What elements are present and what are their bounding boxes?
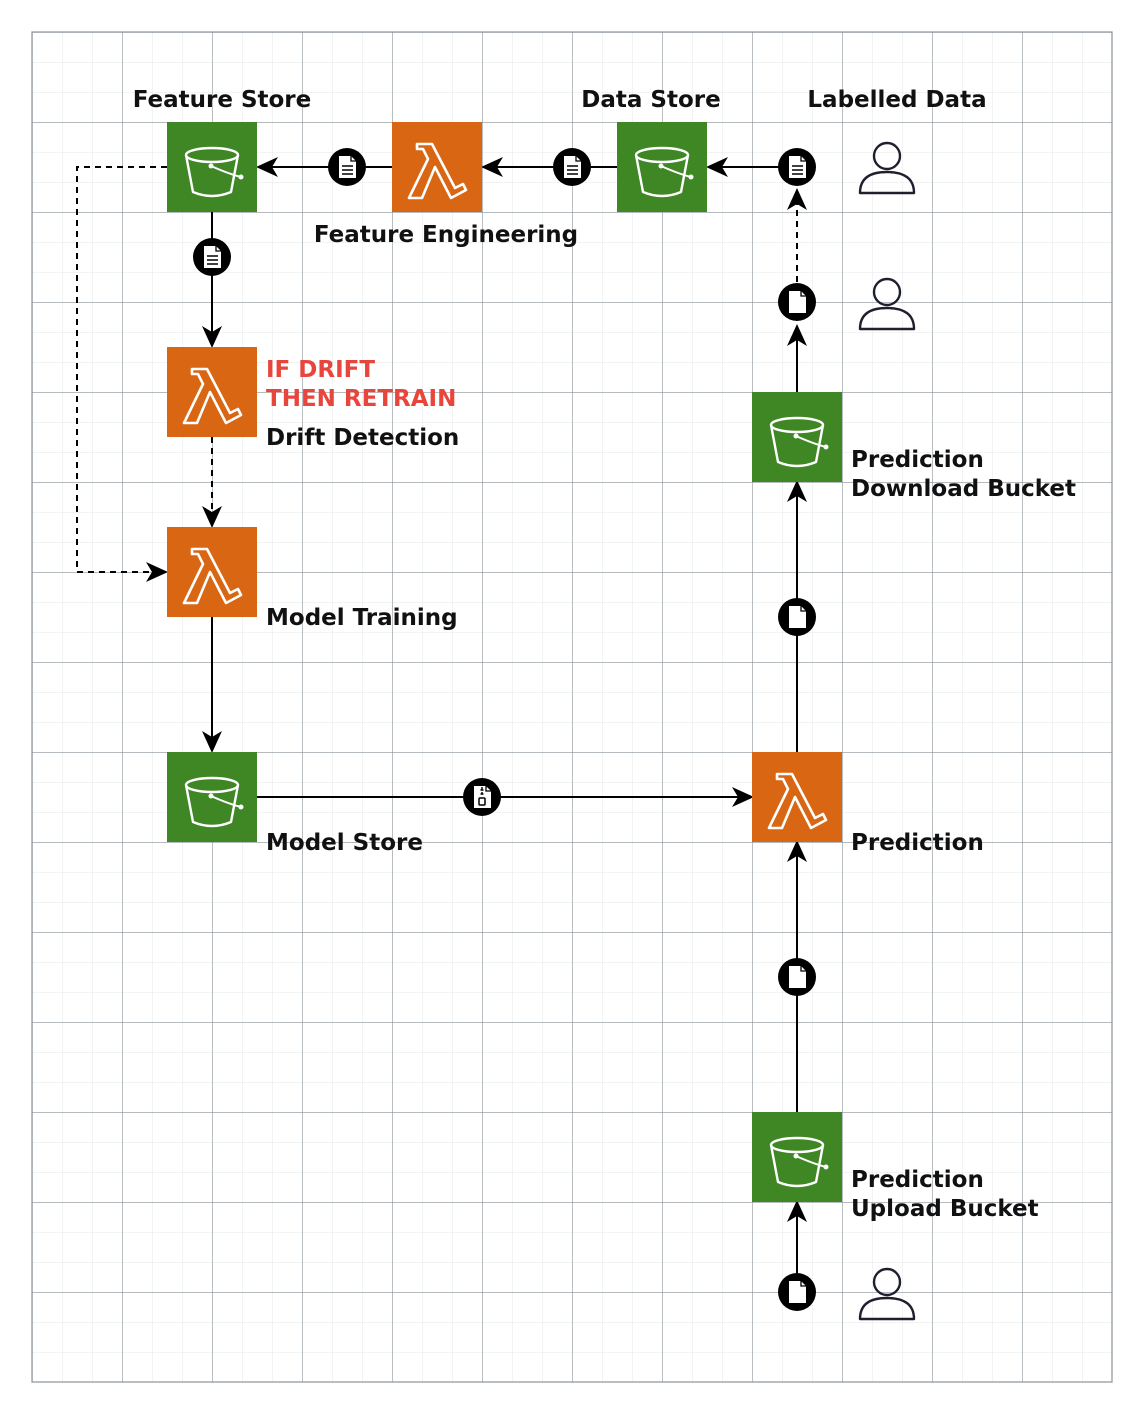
model-store-bucket[interactable] [167,752,257,842]
feature-engineering-lambda[interactable] [392,122,482,212]
document-icon [777,597,817,637]
document-icon [777,1272,817,1312]
drift-detection-lambda[interactable] [167,347,257,437]
feature-store-bucket[interactable] [167,122,257,212]
prediction-download-label-line2: Download Bucket [851,476,1076,502]
labels: Feature Store Data Store Labelled Data F… [133,87,1076,1222]
drift-detection-label: Drift Detection [266,425,459,451]
model-training-label: Model Training [266,605,458,631]
model-store-label: Model Store [266,830,423,856]
text-document-icon [552,147,592,187]
feature-store-label: Feature Store [133,87,312,113]
feature-engineering-label: Feature Engineering [314,222,578,248]
labelled-data-label: Labelled Data [807,87,986,113]
prediction-label: Prediction [851,830,984,856]
drift-note-line1: IF DRIFT [266,357,375,383]
prediction-upload-bucket[interactable] [752,1112,842,1202]
prediction-download-label-line1: Prediction [851,447,984,473]
text-document-icon [192,237,232,277]
model-training-lambda[interactable] [167,527,257,617]
text-document-icon [777,147,817,187]
document-icon [777,282,817,322]
connectors [76,157,807,1292]
zip-archive-icon [462,777,502,817]
data-store-bucket[interactable] [617,122,707,212]
prediction-upload-label-line1: Prediction [851,1167,984,1193]
text-document-icon [327,147,367,187]
prediction-lambda[interactable] [752,752,842,842]
prediction-download-bucket[interactable] [752,392,842,482]
document-icon [777,957,817,997]
edge-featurestore-to-training [76,166,168,582]
drift-note-line2: THEN RETRAIN [266,386,456,412]
data-store-label: Data Store [581,87,720,113]
prediction-upload-label-line2: Upload Bucket [851,1196,1039,1222]
